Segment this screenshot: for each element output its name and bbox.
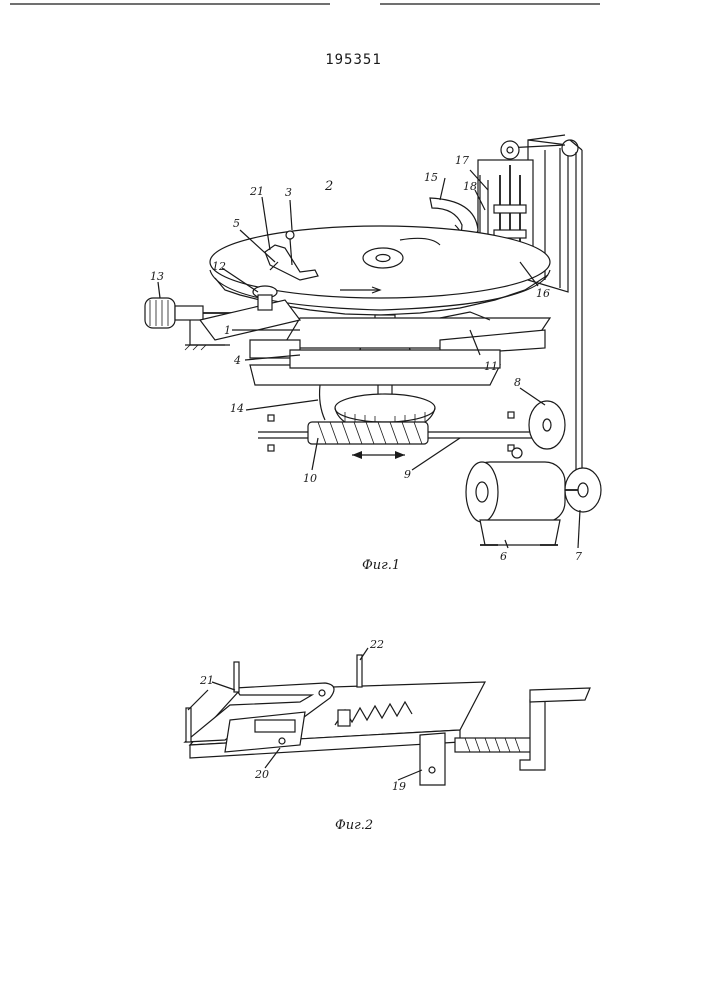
label-1: 1 — [224, 324, 231, 337]
label-22: 22 — [369, 638, 384, 651]
label-11: 11 — [484, 360, 498, 373]
label-5: 5 — [233, 217, 240, 230]
label-21: 21 — [249, 185, 264, 198]
label-18: 18 — [463, 180, 477, 193]
label-12: 12 — [212, 260, 226, 273]
figure-1-caption: Фиг.1 — [362, 558, 400, 573]
pulley-8 — [529, 401, 565, 449]
motion-arrow — [352, 451, 405, 459]
label-17: 17 — [455, 154, 469, 167]
label-4: 4 — [233, 354, 241, 367]
label-14: 14 — [230, 402, 244, 415]
label-13: 13 — [150, 270, 164, 283]
pulley-7 — [565, 468, 601, 512]
motor — [466, 448, 565, 545]
label-3: 3 — [285, 186, 292, 199]
label-8: 8 — [514, 376, 521, 389]
label-9: 9 — [404, 468, 411, 481]
label-15: 15 — [424, 171, 438, 184]
label-7: 7 — [575, 550, 582, 563]
label-2: 2 — [324, 179, 333, 194]
label-19: 19 — [392, 780, 406, 793]
figure-2-caption: Фиг.2 — [335, 818, 373, 833]
label-21-fig2: 21 — [199, 674, 214, 687]
label-16: 16 — [536, 287, 550, 300]
label-10: 10 — [303, 472, 317, 485]
label-6: 6 — [500, 550, 507, 563]
label-20: 20 — [254, 768, 269, 781]
